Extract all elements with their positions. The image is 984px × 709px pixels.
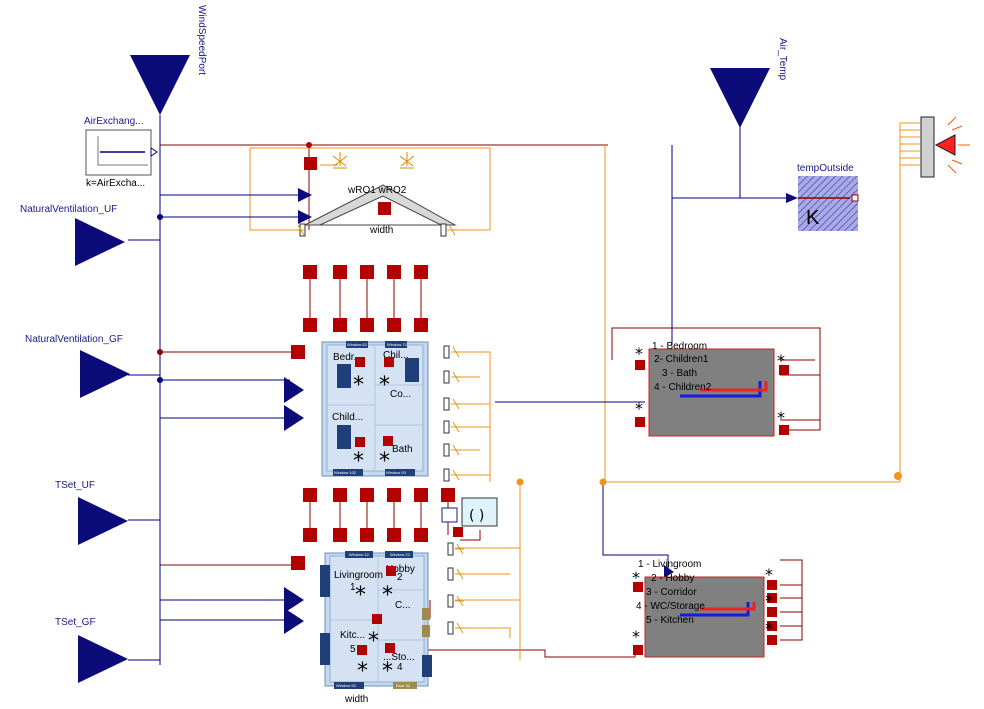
uf-room-bath: Bath: [392, 444, 413, 455]
zone-uf-item-3: 3 - Bath: [662, 368, 697, 379]
air-exchange-name: AirExchang...: [84, 116, 143, 127]
air-exchange-axes-icon: [97, 136, 148, 166]
gf-door: Door 42: [396, 683, 411, 688]
gf-radiation-stars: ** ** *: [355, 583, 393, 684]
natural-vent-uf-label: NaturalVentilation_UF: [20, 204, 117, 215]
heat-bus-bar[interactable]: [920, 116, 935, 178]
sun-icon: [332, 152, 415, 169]
upper-floor-plan[interactable]: Window 62 Window 72 Window 102 Window 93…: [321, 341, 429, 477]
gf-room-connectors[interactable]: [357, 566, 396, 655]
gf-num-5: 5: [350, 644, 356, 655]
gf-num-2: 2: [397, 572, 403, 583]
gf-top-connectors[interactable]: [291, 488, 455, 570]
zone-gf-item-1: 1 - Livingroom: [638, 559, 701, 570]
svg-text:*: *: [357, 659, 368, 684]
gf-window-ports[interactable]: [447, 542, 454, 635]
temp-outside-label: tempOutside: [797, 163, 854, 174]
gf-room-kitchen: Kitc...: [340, 630, 365, 641]
svg-text:*: *: [765, 591, 773, 610]
svg-text:*: *: [632, 627, 640, 646]
temp-outside-port[interactable]: [851, 194, 859, 202]
svg-text:*: *: [777, 408, 785, 427]
uf-room-bedroom: Bedr...: [333, 352, 362, 363]
zone-gf-item-5: 5 - Kitchen: [646, 615, 694, 626]
svg-text:*: *: [353, 373, 364, 398]
svg-text:*: *: [635, 344, 643, 363]
air-exchange-param: k=AirExcha...: [86, 178, 145, 189]
zone-uf-item-2: 2- Children1: [654, 354, 709, 365]
uf-room-children2: Child...: [332, 412, 363, 423]
natural-vent-gf-port-icon[interactable]: [80, 350, 130, 398]
svg-text:*: *: [632, 568, 640, 587]
uf-top-connectors[interactable]: [291, 265, 428, 359]
junction-dots: [157, 142, 902, 486]
gf-room-storage: ...Sto...: [383, 652, 415, 663]
zone-gf-item-3: 3 - Corridor: [646, 587, 697, 598]
tset-uf-port-icon[interactable]: [78, 497, 128, 545]
wind-speed-port-icon[interactable]: [130, 55, 190, 115]
air-temp-port-icon[interactable]: [710, 68, 770, 128]
valve-block[interactable]: ( ): [441, 497, 498, 537]
roof-right-port[interactable]: [440, 223, 447, 237]
uf-radiation-stars: * * * *: [353, 373, 390, 474]
roof-width: width: [369, 225, 393, 236]
temp-outside-unit: K: [806, 207, 820, 229]
uf-window-4: Window 93: [386, 470, 407, 475]
svg-text:*: *: [635, 399, 643, 418]
svg-text:*: *: [353, 449, 364, 474]
gf-window-1: Window 12: [349, 552, 370, 557]
gf-room-hobby: Hobby: [386, 564, 415, 575]
tset-gf-label: TSet_GF: [55, 617, 96, 628]
tset-gf-port-icon[interactable]: [78, 635, 128, 683]
svg-text:*: *: [382, 583, 393, 608]
zone-uf-block[interactable]: ** ** 1 - Bedroom 2- Children1 3 - Bath …: [635, 341, 789, 437]
ground-floor-plan[interactable]: Window 12 Window 22 Window 52 Door 42 Li…: [320, 551, 432, 705]
tset-uf-label: TSet_UF: [55, 480, 95, 491]
svg-text:*: *: [368, 629, 379, 654]
svg-text:*: *: [765, 619, 773, 638]
svg-text:*: *: [379, 449, 390, 474]
uf-window-ports[interactable]: [443, 345, 450, 482]
gf-window-3: Window 52: [336, 683, 357, 688]
window-sun-icons: [296, 224, 464, 634]
uf-room-children1: Chil...: [383, 350, 409, 361]
svg-text:*: *: [379, 373, 390, 398]
signal-arrows: [284, 188, 798, 634]
natural-vent-gf-label: NaturalVentilation_GF: [25, 334, 123, 345]
uf-window-1: Window 62: [347, 342, 368, 347]
zone-gf-item-2: 2 - Hobby: [651, 573, 694, 584]
gf-width: width: [344, 694, 368, 705]
blue-wires: [128, 115, 790, 665]
uf-window-2: Window 72: [387, 342, 408, 347]
roof-center-connector[interactable]: [378, 202, 391, 215]
heat-source-icon: [934, 134, 956, 156]
natural-vent-uf-port-icon[interactable]: [75, 218, 125, 266]
roof-connector[interactable]: [304, 157, 317, 170]
air-temp-port-label: Air_Temp: [777, 38, 788, 81]
gf-num-1: 1: [350, 582, 356, 593]
uf-room-corridor: Co...: [390, 389, 411, 400]
zone-uf-item-1: 1 - Bedroom: [652, 341, 707, 352]
svg-text:*: *: [355, 583, 366, 608]
heat-rays-icon: [947, 116, 970, 174]
svg-text:*: *: [765, 565, 773, 584]
zone-gf-block[interactable]: * * * * * 1 - Livingroom 2 - Hobby 3 - Corr…: [632, 559, 777, 658]
svg-text:*: *: [777, 351, 785, 370]
svg-text:*: *: [382, 659, 393, 684]
zone-uf-item-4: 4 - Children2: [654, 382, 712, 393]
temp-outside-block[interactable]: [798, 176, 858, 231]
zone-gf-item-4: 4 - WC/Storage: [636, 601, 705, 612]
gf-num-4: 4: [397, 662, 403, 673]
wind-speed-port-label: WindSpeedPort: [196, 5, 207, 75]
svg-text:( ): ( ): [469, 508, 484, 524]
roof-element[interactable]: wRO1 wRO2 width: [299, 157, 457, 237]
gf-window-2: Window 22: [390, 552, 411, 557]
roof-label: wRO1 wRO2: [347, 185, 407, 196]
uf-room-connectors[interactable]: [355, 357, 394, 447]
gf-room-corridor: C...: [395, 600, 411, 611]
air-exchange-output-icon: [150, 147, 158, 157]
gf-room-livingroom: Livingroom: [334, 570, 383, 581]
uf-window-3: Window 102: [334, 470, 357, 475]
